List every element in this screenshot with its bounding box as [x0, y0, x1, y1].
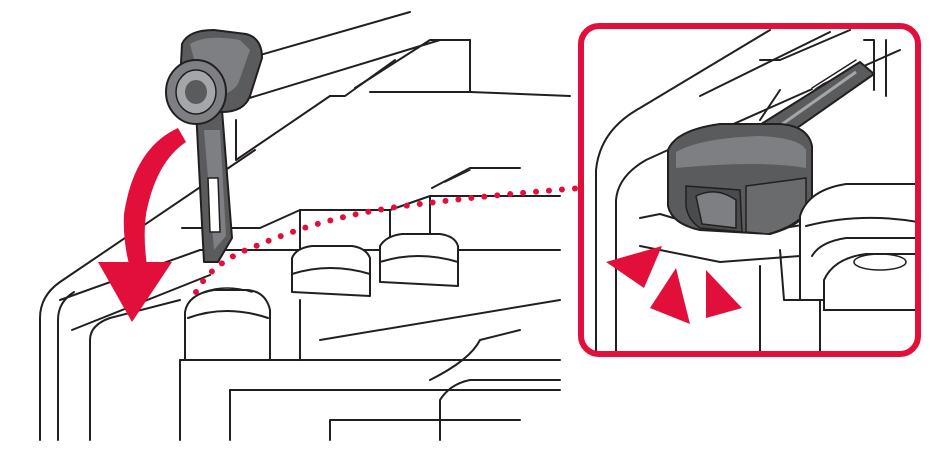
printer-body [39, 11, 571, 441]
detail-connector-dots [193, 185, 585, 295]
front-ink-tank [184, 287, 271, 361]
magnifier-inset-icon [578, 23, 921, 357]
triangle-burst-icon [606, 246, 742, 324]
tank-cap-lever [165, 29, 263, 263]
curved-arrow-down-icon [98, 128, 186, 322]
